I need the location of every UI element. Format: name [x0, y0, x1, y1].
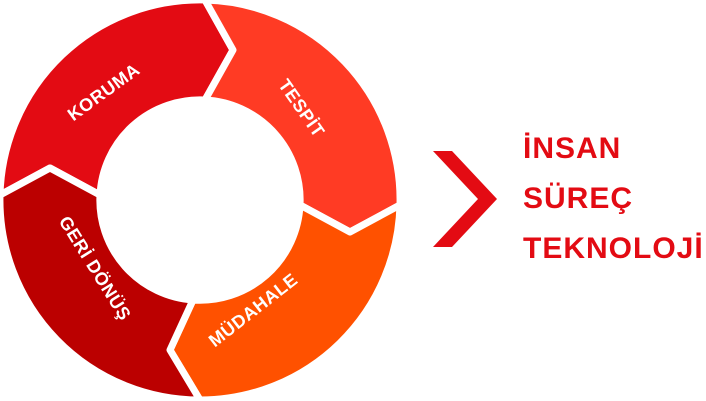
pillar-insan: İNSAN [523, 132, 622, 165]
segment-mudahale [166, 201, 404, 401]
segment-geri-donus [0, 164, 204, 401]
segment-koruma [0, 0, 237, 199]
segment-tespit [201, 0, 404, 236]
cycle-ring [0, 0, 404, 401]
pillar-surec: SÜREÇ [523, 182, 634, 215]
chevron-right-icon [433, 151, 497, 247]
pillar-teknoloji: TEKNOLOJİ [523, 232, 704, 265]
